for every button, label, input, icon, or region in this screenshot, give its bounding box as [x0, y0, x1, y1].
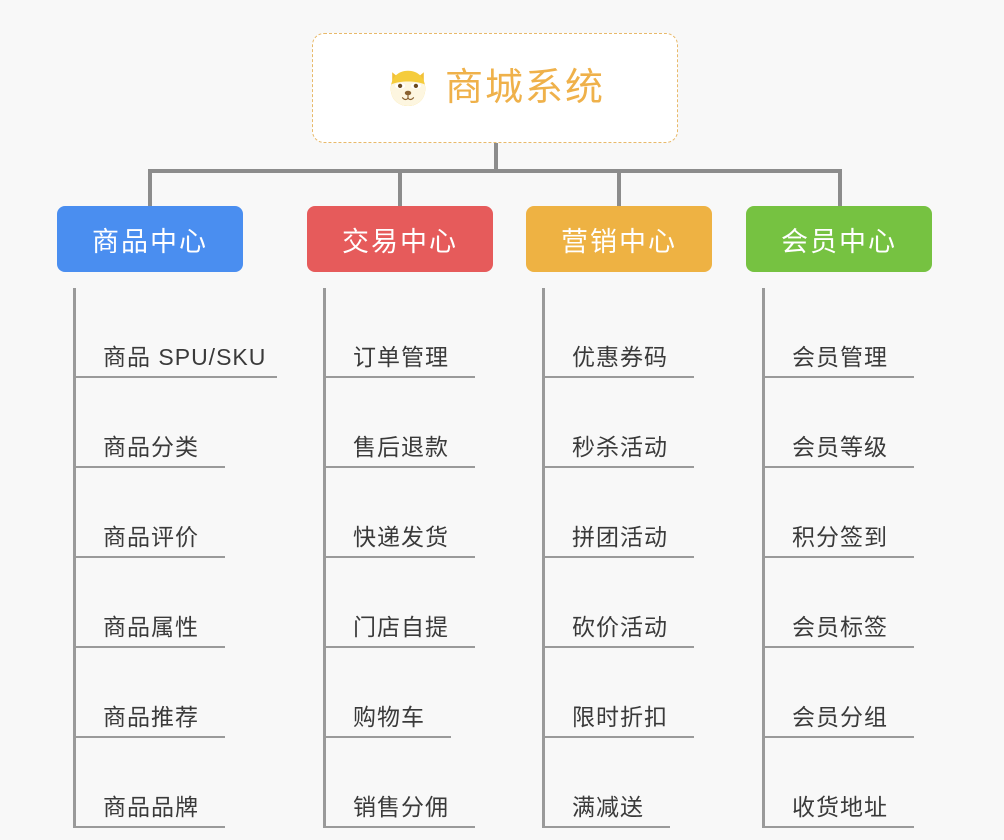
connector-root-stem — [494, 143, 498, 171]
list-item-rule — [73, 466, 225, 468]
list-item-label: 满减送 — [572, 794, 644, 820]
column-header-4[interactable]: 会员中心 — [746, 206, 932, 272]
list-item[interactable]: 积分签到 — [746, 468, 932, 558]
list-item[interactable]: 商品属性 — [57, 558, 243, 648]
list-item[interactable]: 会员分组 — [746, 648, 932, 738]
list-item-label: 秒杀活动 — [572, 434, 668, 460]
list-item-rule — [542, 646, 694, 648]
column-header-3[interactable]: 营销中心 — [526, 206, 712, 272]
list-item-label: 积分签到 — [792, 524, 888, 550]
list-item-rule — [542, 376, 694, 378]
list-item[interactable]: 售后退款 — [307, 378, 493, 468]
list-item[interactable]: 拼团活动 — [526, 468, 712, 558]
connector-drop-4 — [838, 169, 842, 208]
list-item-rule — [73, 376, 277, 378]
root-title: 商城系统 — [444, 67, 605, 109]
list-item-rule — [73, 826, 225, 828]
list-item-label: 会员管理 — [792, 344, 888, 370]
list-item[interactable]: 限时折扣 — [526, 648, 712, 738]
list-item-rule — [762, 466, 914, 468]
list-item-rule — [542, 736, 694, 738]
list-item-label: 快递发货 — [353, 524, 449, 550]
column-header-2[interactable]: 交易中心 — [307, 206, 493, 272]
list-item-rule — [323, 376, 475, 378]
list-item[interactable]: 会员等级 — [746, 378, 932, 468]
list-item[interactable]: 快递发货 — [307, 468, 493, 558]
list-item-rule — [542, 556, 694, 558]
list-item[interactable]: 会员标签 — [746, 558, 932, 648]
column-4: 会员中心会员管理会员等级积分签到会员标签会员分组收货地址 — [746, 206, 932, 828]
column-header-1[interactable]: 商品中心 — [57, 206, 243, 272]
list-item-label: 砍价活动 — [572, 614, 668, 640]
list-item-label: 销售分佣 — [353, 794, 449, 820]
list-item[interactable]: 商品分类 — [57, 378, 243, 468]
column-items-2: 订单管理售后退款快递发货门店自提购物车销售分佣 — [307, 288, 493, 828]
list-item-rule — [762, 556, 914, 558]
column-1: 商品中心商品 SPU/SKU 商品分类商品评价商品属性商品推荐商品品牌 — [57, 206, 277, 828]
list-item[interactable]: 商品 SPU/SKU — [57, 288, 277, 378]
connector-drop-1 — [148, 169, 152, 208]
list-item-label: 商品 SPU/SKU — [103, 344, 267, 370]
list-item-rule — [323, 646, 475, 648]
list-item-label: 收货地址 — [792, 794, 888, 820]
list-item-rule — [73, 736, 225, 738]
list-item-label: 商品推荐 — [103, 704, 199, 730]
list-item-label: 限时折扣 — [572, 704, 668, 730]
list-item-label: 商品属性 — [103, 614, 199, 640]
list-item-rule — [762, 736, 914, 738]
column-spine-4 — [762, 288, 765, 828]
list-item-rule — [542, 826, 670, 828]
list-item[interactable]: 订单管理 — [307, 288, 493, 378]
list-item-label: 售后退款 — [353, 434, 449, 460]
list-item-label: 会员等级 — [792, 434, 888, 460]
list-item-rule — [323, 736, 451, 738]
column-items-1: 商品 SPU/SKU 商品分类商品评价商品属性商品推荐商品品牌 — [57, 288, 277, 828]
list-item-label: 商品品牌 — [103, 794, 199, 820]
list-item-rule — [323, 826, 475, 828]
list-item[interactable]: 满减送 — [526, 738, 712, 828]
list-item[interactable]: 商品推荐 — [57, 648, 243, 738]
list-item-rule — [323, 556, 475, 558]
list-item[interactable]: 购物车 — [307, 648, 493, 738]
list-item-rule — [762, 826, 914, 828]
list-item-rule — [323, 466, 475, 468]
connector-drop-2 — [398, 169, 402, 208]
connector-drop-3 — [617, 169, 621, 208]
list-item[interactable]: 秒杀活动 — [526, 378, 712, 468]
list-item-rule — [542, 466, 694, 468]
column-spine-1 — [73, 288, 76, 828]
list-item-label: 门店自提 — [353, 614, 449, 640]
list-item[interactable]: 会员管理 — [746, 288, 932, 378]
list-item-label: 会员标签 — [792, 614, 888, 640]
list-item-label: 商品评价 — [103, 524, 199, 550]
column-items-3: 优惠券码秒杀活动拼团活动砍价活动限时折扣满减送 — [526, 288, 712, 828]
list-item[interactable]: 门店自提 — [307, 558, 493, 648]
column-3: 营销中心优惠券码秒杀活动拼团活动砍价活动限时折扣满减送 — [526, 206, 712, 828]
list-item[interactable]: 砍价活动 — [526, 558, 712, 648]
list-item-label: 拼团活动 — [572, 524, 668, 550]
list-item-label: 商品分类 — [103, 434, 199, 460]
list-item-label: 订单管理 — [353, 344, 449, 370]
list-item[interactable]: 商品评价 — [57, 468, 243, 558]
list-item-rule — [762, 646, 914, 648]
list-item[interactable]: 商品品牌 — [57, 738, 243, 828]
list-item[interactable]: 优惠券码 — [526, 288, 712, 378]
list-item-rule — [73, 646, 225, 648]
column-spine-3 — [542, 288, 545, 828]
connector-horizontal-bus — [148, 169, 842, 173]
column-items-4: 会员管理会员等级积分签到会员标签会员分组收货地址 — [746, 288, 932, 828]
list-item-rule — [73, 556, 225, 558]
list-item[interactable]: 收货地址 — [746, 738, 932, 828]
root-node[interactable]: 商城系统 — [312, 33, 678, 143]
column-2: 交易中心订单管理售后退款快递发货门店自提购物车销售分佣 — [307, 206, 493, 828]
column-spine-2 — [323, 288, 326, 828]
list-item[interactable]: 销售分佣 — [307, 738, 493, 828]
list-item-label: 购物车 — [353, 704, 425, 730]
list-item-label: 优惠券码 — [572, 344, 668, 370]
list-item-rule — [762, 376, 914, 378]
shiba-dog-face-icon — [390, 70, 426, 106]
list-item-label: 会员分组 — [792, 704, 888, 730]
